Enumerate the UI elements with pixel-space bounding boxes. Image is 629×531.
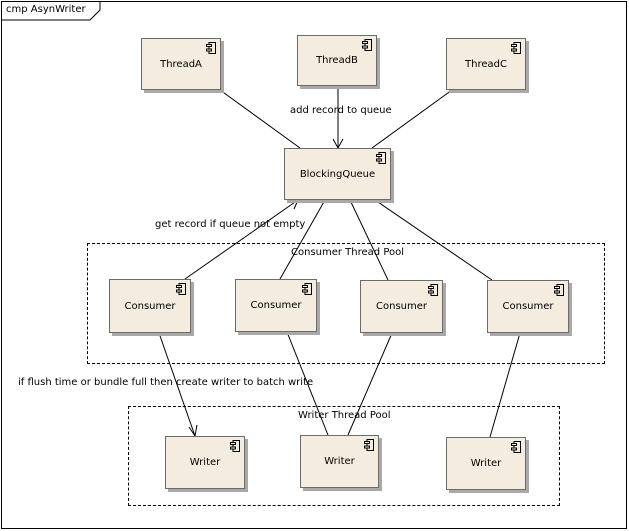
- component-icon: [206, 42, 216, 54]
- component-icon: [376, 152, 386, 164]
- component-writer-2[interactable]: Writer: [300, 435, 379, 488]
- component-icon: [511, 441, 521, 453]
- component-label: Consumer: [502, 301, 554, 312]
- component-label: Writer: [189, 457, 221, 468]
- frame-tab-outline: [1, 1, 101, 21]
- component-consumer-2[interactable]: Consumer: [235, 279, 317, 332]
- component-icon: [511, 42, 521, 54]
- component-label: Writer: [324, 456, 355, 467]
- component-label: ThreadB: [316, 55, 358, 66]
- component-writer-3[interactable]: Writer: [446, 437, 526, 490]
- link-consumer2-queue: [279, 199, 326, 280]
- component-icon: [230, 440, 240, 452]
- frame-title: cmp AsynWriter: [6, 4, 86, 15]
- component-icon: [362, 39, 372, 51]
- link-consumer2-writer2: [286, 331, 329, 436]
- link-threada-queue: [219, 89, 301, 149]
- link-consumer3-writer2: [347, 332, 393, 436]
- link-consumer4-writer3: [489, 332, 521, 438]
- arrowhead-get: [287, 199, 299, 210]
- component-consumer-4[interactable]: Consumer: [487, 280, 569, 333]
- component-label: ThreadA: [160, 59, 202, 70]
- component-blockingqueue[interactable]: BlockingQueue: [284, 148, 391, 200]
- note-get-record: get record if queue not empty: [155, 219, 306, 230]
- component-label: Consumer: [124, 300, 176, 312]
- link-consumer1-writer1: [158, 332, 196, 437]
- component-label: BlockingQueue: [299, 168, 376, 180]
- component-consumer-3[interactable]: Consumer: [360, 280, 443, 333]
- component-label: Writer: [470, 458, 502, 469]
- component-icon: [428, 284, 438, 296]
- component-label: ThreadC: [465, 58, 507, 70]
- link-threadc-queue: [371, 89, 453, 149]
- component-threada[interactable]: ThreadA: [141, 38, 221, 90]
- consumer-thread-pool: [87, 243, 605, 364]
- link-consumer4-queue: [374, 199, 493, 281]
- component-label: Consumer: [376, 301, 427, 312]
- writer-pool-label: Writer Thread Pool: [298, 410, 391, 421]
- link-consumer3-queue: [349, 199, 389, 281]
- component-icon: [176, 283, 186, 295]
- consumer-pool-label: Consumer Thread Pool: [291, 247, 405, 258]
- link-consumer1-queue: [184, 199, 299, 280]
- component-icon: [364, 439, 374, 451]
- component-label: Consumer: [250, 300, 302, 311]
- note-add-record: add record to queue: [290, 105, 392, 116]
- component-writer-1[interactable]: Writer: [165, 436, 245, 489]
- component-consumer-1[interactable]: Consumer: [109, 279, 191, 333]
- note-flush-write: if flush time or bundle full then create…: [18, 377, 314, 388]
- component-icon: [554, 284, 564, 296]
- writer-thread-pool: [128, 406, 560, 506]
- component-threadb[interactable]: ThreadB: [297, 35, 377, 86]
- component-threadc[interactable]: ThreadC: [446, 38, 526, 90]
- component-icon: [302, 283, 312, 295]
